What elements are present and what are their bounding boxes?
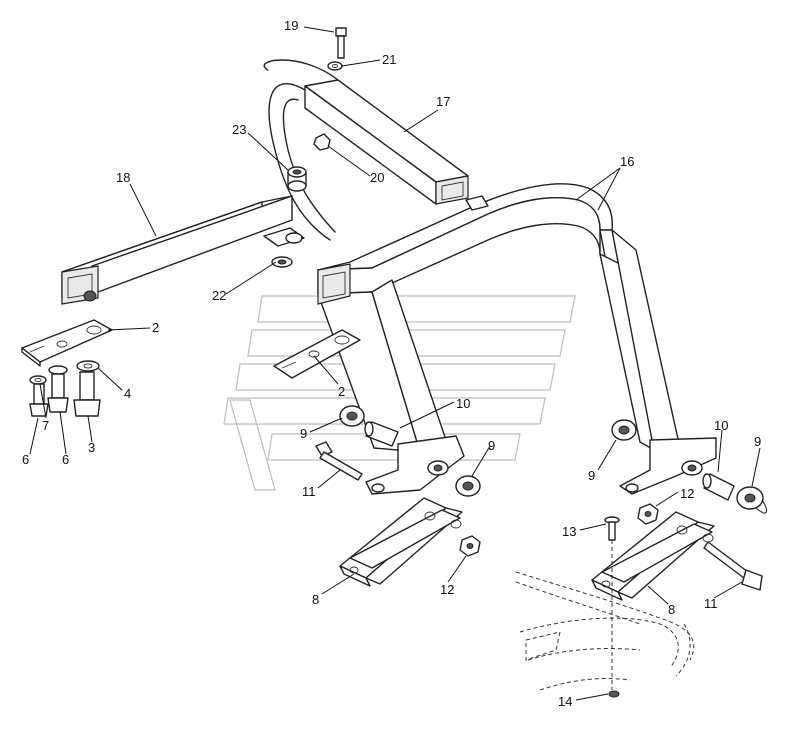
callout-11-right: 11 <box>704 596 718 611</box>
part-6-bolt-a <box>29 383 49 417</box>
callout-20: 20 <box>370 170 384 185</box>
callout-8-left: 8 <box>312 592 319 607</box>
part-14-nut <box>608 690 620 698</box>
part-20-nut <box>313 133 331 151</box>
callout-9-a: 9 <box>300 426 307 441</box>
part-4-washer <box>76 360 100 372</box>
callout-18: 18 <box>116 170 130 185</box>
part-8-bracket-left <box>339 497 463 587</box>
part-19-bolt <box>335 27 347 59</box>
callout-12-right: 12 <box>680 486 694 501</box>
part-9-bushing-b <box>455 475 481 497</box>
callout-22: 22 <box>212 288 226 303</box>
callout-23: 23 <box>232 122 246 137</box>
frame-foot-left <box>365 435 465 495</box>
callout-11-left: 11 <box>302 484 316 499</box>
part-17-upper-tube <box>304 79 469 205</box>
callout-9-b: 9 <box>488 438 495 453</box>
callout-17: 17 <box>436 94 450 109</box>
callout-9-c: 9 <box>588 468 595 483</box>
machine-body-outline <box>515 540 695 691</box>
part-3-bolt <box>73 371 101 417</box>
callout-13: 13 <box>562 524 576 539</box>
part-16-main-frame <box>317 183 681 461</box>
part-12-nut-b <box>637 503 659 525</box>
callout-2-left: 2 <box>152 320 159 335</box>
part-18-left-tube <box>61 195 293 305</box>
part-10-sleeve-b <box>702 473 735 501</box>
callout-21: 21 <box>382 52 396 67</box>
callout-12-left: 12 <box>440 582 454 597</box>
callout-3: 3 <box>88 440 95 455</box>
callout-4: 4 <box>124 386 131 401</box>
part-9-bushing-a <box>339 405 365 427</box>
part-2-plate-left <box>21 319 113 367</box>
part-12-nut-a <box>459 535 481 557</box>
part-23-bushing <box>287 166 307 192</box>
callout-6-b: 6 <box>62 452 69 467</box>
callout-19: 19 <box>284 18 298 33</box>
part-10-sleeve-a <box>364 421 399 447</box>
part-22-bracket <box>263 227 305 268</box>
part-11-bolt-a <box>315 441 363 481</box>
part-9-bushing-d <box>736 486 764 510</box>
leader-lines <box>29 26 767 701</box>
part-2-plate-right <box>273 329 361 379</box>
part-8-bracket-right <box>591 511 715 601</box>
part-6-bolt-b <box>47 365 69 413</box>
callout-labels: 19 21 17 23 20 16 18 22 2 2 4 7 6 6 3 10… <box>22 18 761 709</box>
part-11-bolt-b <box>703 541 763 591</box>
part-7-washer <box>29 375 47 385</box>
part-9-bushing-c <box>611 419 637 441</box>
callout-8-right: 8 <box>668 602 675 617</box>
part-21-washer <box>327 61 343 71</box>
frame-foot-right <box>619 437 717 495</box>
callout-10-left: 10 <box>456 396 470 411</box>
callout-7: 7 <box>42 418 49 433</box>
callout-6-a: 6 <box>22 452 29 467</box>
callout-10-right: 10 <box>714 418 728 433</box>
strap-loop <box>263 59 339 241</box>
callout-14: 14 <box>558 694 572 709</box>
callout-9-d: 9 <box>754 434 761 449</box>
callout-2-right: 2 <box>338 384 345 399</box>
part-13-screw <box>604 516 620 541</box>
callout-16: 16 <box>620 154 634 169</box>
